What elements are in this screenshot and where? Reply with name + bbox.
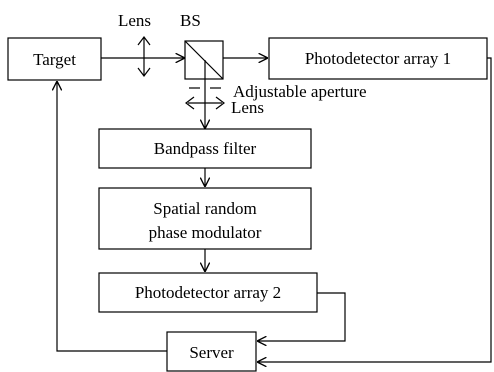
bs-label: BS	[180, 11, 201, 30]
bandpass-filter-box: Bandpass filter	[98, 128, 312, 169]
photodetector1-label: Photodetector array 1	[305, 49, 451, 68]
lens-top-icon	[137, 36, 151, 77]
photodetector-array-2-box: Photodetector array 2	[98, 272, 318, 313]
bandpass-filter-label: Bandpass filter	[154, 139, 257, 158]
photodetector2-label: Photodetector array 2	[135, 283, 281, 302]
modulator-label-line1: Spatial random	[153, 199, 256, 218]
line-pd1-to-server	[258, 57, 492, 362]
server-box: Server	[166, 331, 257, 372]
lens-top-label: Lens	[118, 11, 151, 30]
modulator-label-line2: phase modulator	[149, 223, 262, 242]
line-pd2-to-server	[258, 292, 346, 341]
adjustable-aperture-label: Adjustable aperture	[233, 82, 367, 101]
line-server-to-target	[57, 82, 167, 352]
photodetector-array-1-box: Photodetector array 1	[268, 37, 488, 80]
lens-mid-label: Lens	[231, 98, 264, 117]
target-box: Target	[7, 37, 102, 81]
phase-modulator-box: Spatial random phase modulator	[98, 187, 312, 250]
server-label: Server	[189, 343, 234, 362]
lens-mid-icon	[185, 96, 225, 110]
target-label: Target	[33, 50, 76, 69]
beam-splitter-icon	[184, 40, 224, 80]
